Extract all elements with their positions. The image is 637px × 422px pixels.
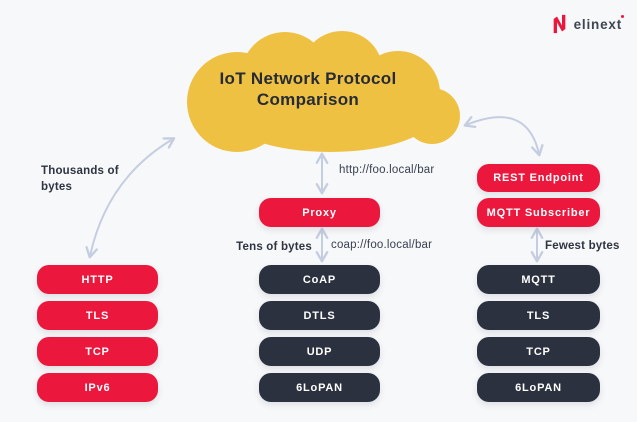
label-http-url: http://foo.local/bar <box>339 164 435 176</box>
node-rest-endpoint: REST Endpoint <box>477 164 600 192</box>
node-6lopan-middle: 6LoPAN <box>259 373 380 402</box>
logo-accent-dot <box>621 14 624 18</box>
label-thousands-line2: bytes <box>41 181 73 193</box>
arrow-cloud-to-rest-endpoint <box>463 116 544 157</box>
node-tls-right: TLS <box>477 301 600 330</box>
node-dtls: DTLS <box>259 301 380 330</box>
node-mqtt-subscriber: MQTT Subscriber <box>477 198 600 227</box>
node-tls-left: TLS <box>37 301 158 330</box>
diagram-title: IoT Network Protocol Comparison <box>183 68 433 110</box>
arrow-cloud-to-http-stack <box>85 137 176 259</box>
elinext-logo-text: elinext <box>573 14 624 32</box>
node-udp: UDP <box>259 337 380 366</box>
diagram-title-line2: Comparison <box>256 90 360 109</box>
elinext-logo-icon <box>553 14 565 34</box>
node-ipv6: IPv6 <box>37 373 158 402</box>
node-tcp-left: TCP <box>37 337 158 366</box>
node-6lopan-right: 6LoPAN <box>477 373 600 402</box>
label-thousands-line1: Thousands of <box>41 165 119 177</box>
node-proxy: Proxy <box>259 198 380 227</box>
node-http: HTTP <box>37 265 158 294</box>
label-thousands-of-bytes: Thousands of bytes <box>41 163 119 195</box>
node-coap: CoAP <box>259 265 380 294</box>
elinext-logo: elinext <box>552 13 624 35</box>
label-coap-url: coap://foo.local/bar <box>331 239 433 251</box>
elinext-logo-wordmark: elinext <box>573 16 622 32</box>
node-mqtt: MQTT <box>477 265 600 294</box>
label-fewest-bytes: Fewest bytes <box>545 240 620 252</box>
node-tcp-right: TCP <box>477 337 600 366</box>
label-tens-of-bytes: Tens of bytes <box>236 241 312 253</box>
diagram-title-line1: IoT Network Protocol <box>219 69 397 88</box>
